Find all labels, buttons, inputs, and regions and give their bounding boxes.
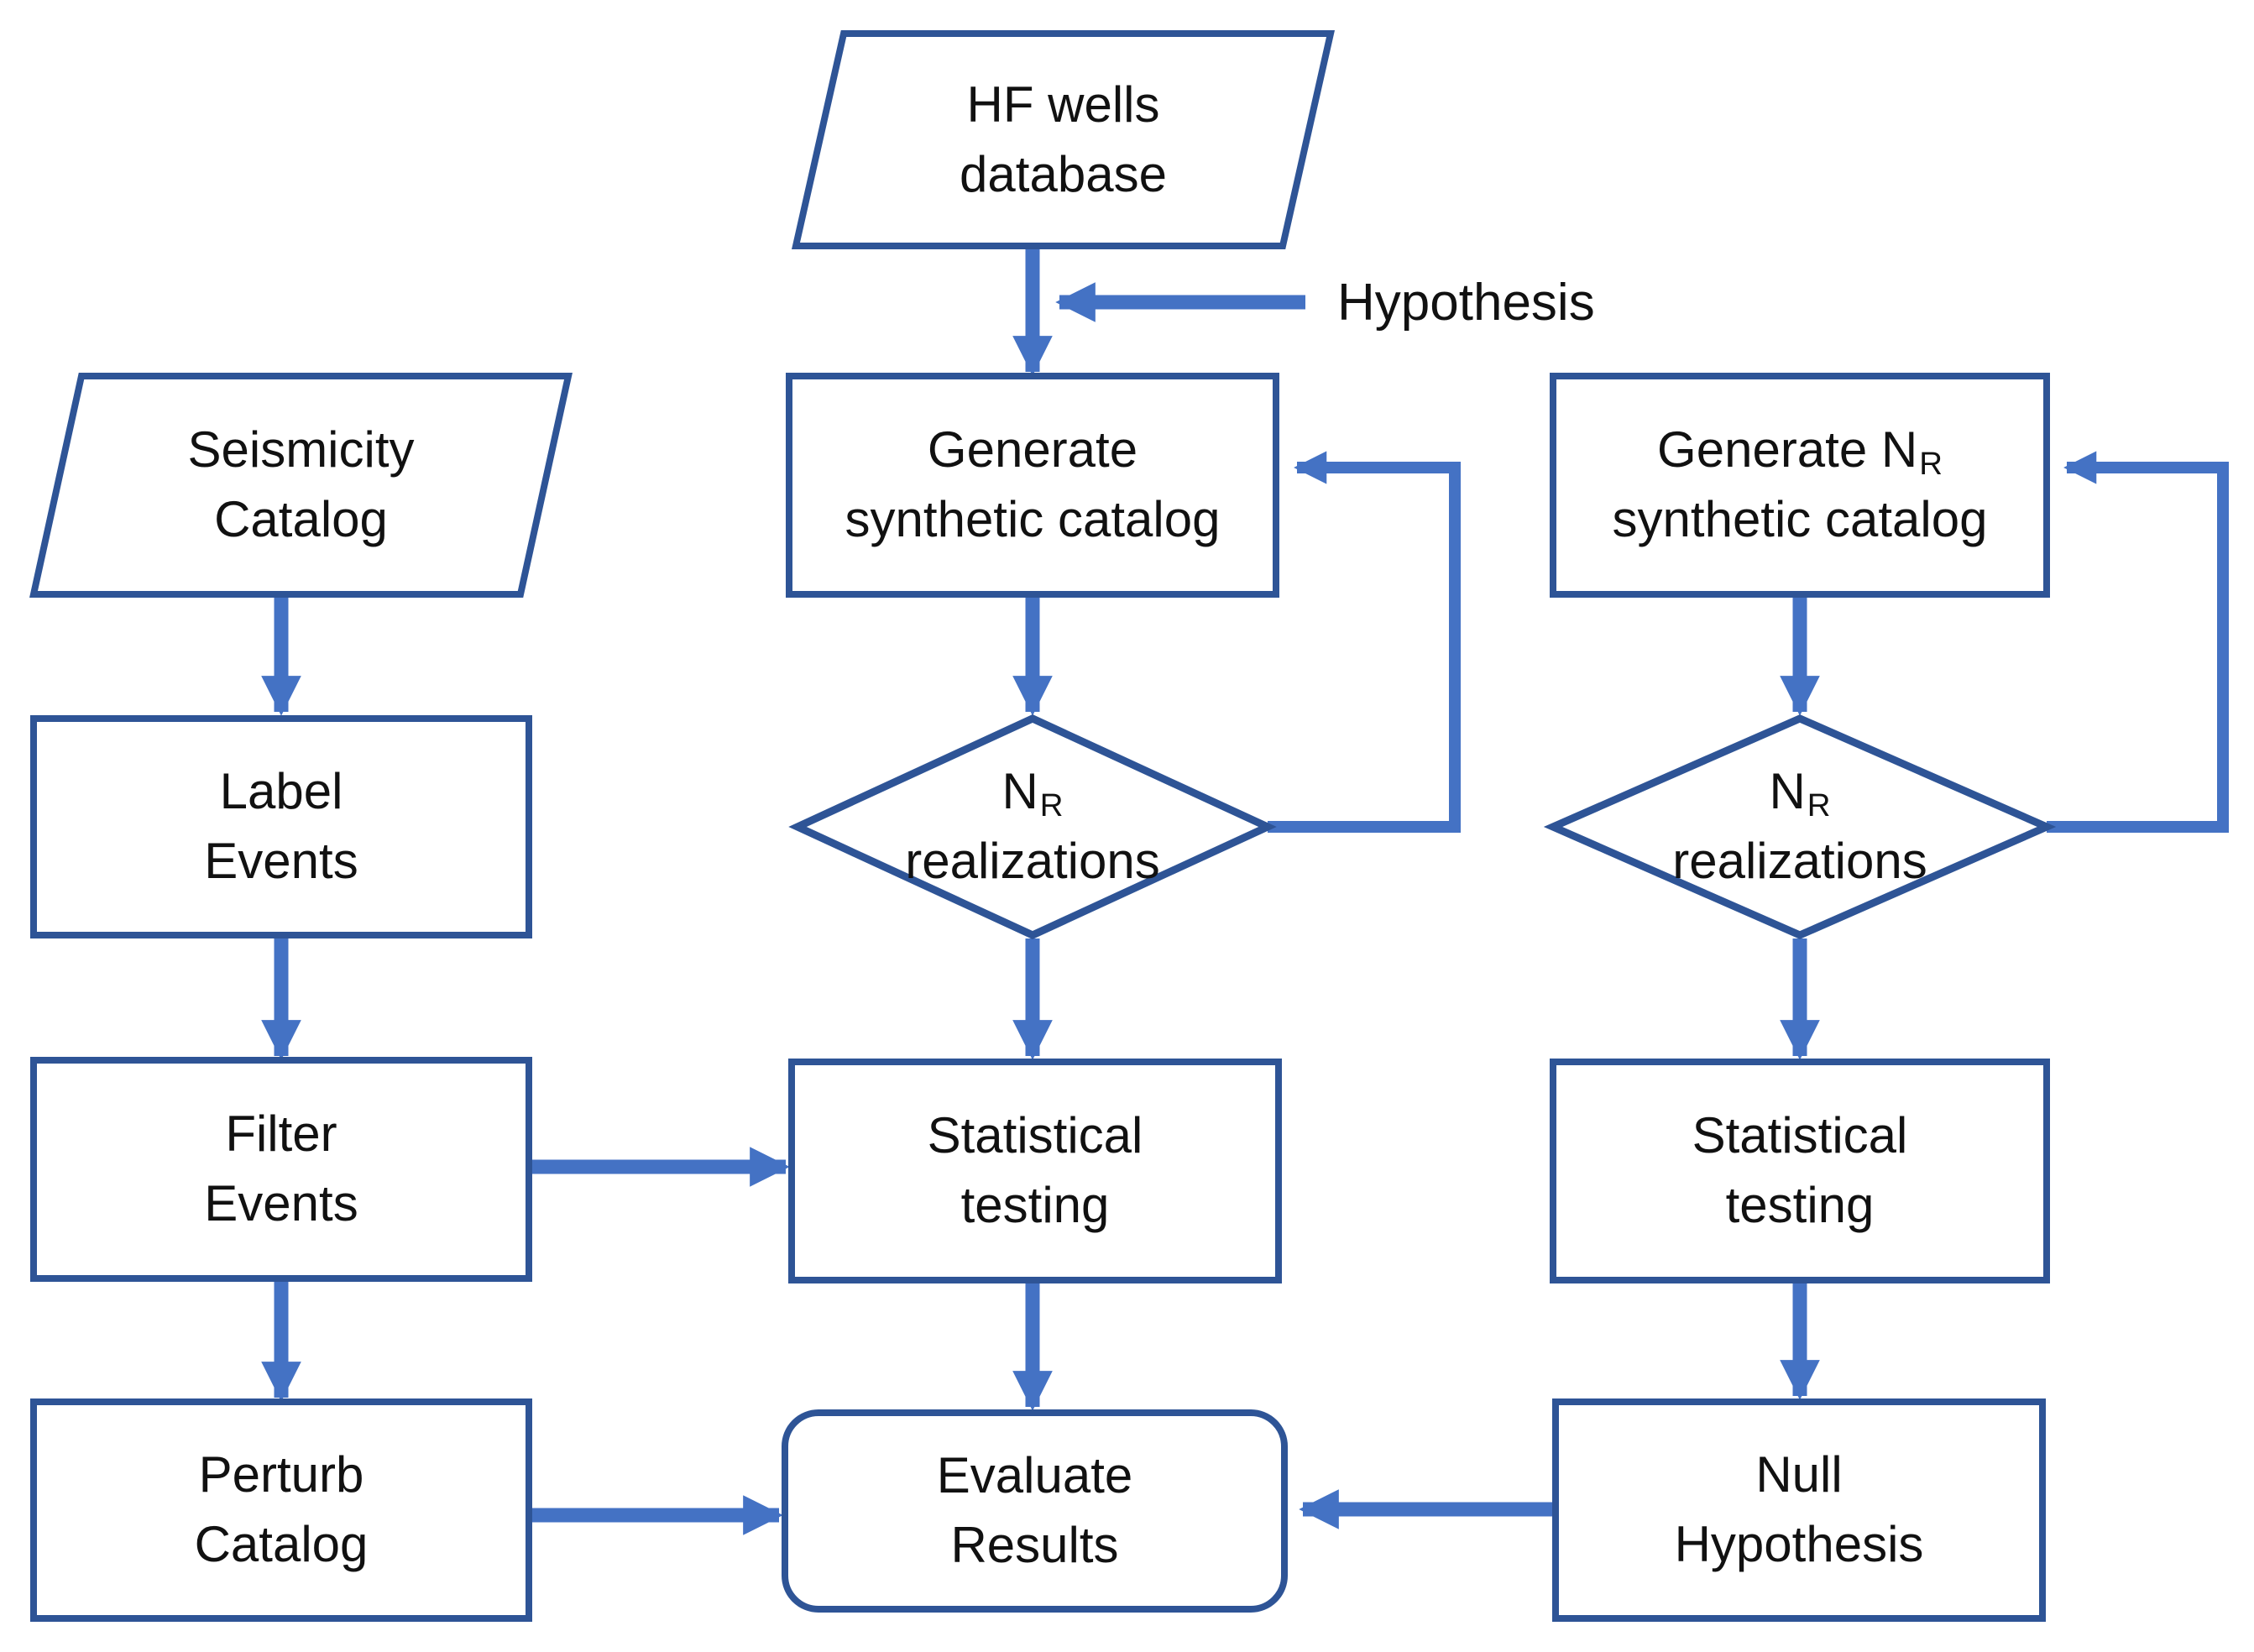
generate-synthetic-label: Generate synthetic catalog xyxy=(845,421,1221,547)
label-events-label: Label Events xyxy=(204,763,358,889)
label-events-box xyxy=(30,715,532,938)
arrow-loop-diamond-right-to-generate-nr xyxy=(2047,451,2229,833)
arrow-loop-diamond-mid-to-generate xyxy=(1268,451,1461,833)
nr-realizations-mid-label: NR realizations xyxy=(905,763,1160,889)
arrow-layer xyxy=(261,249,2229,1535)
statistical-testing-mid-label: Statistical testing xyxy=(927,1107,1143,1233)
evaluate-results-box xyxy=(782,1409,1288,1613)
nr-realizations-mid-diamond xyxy=(788,714,1277,939)
statistical-testing-right-box xyxy=(1550,1059,2050,1283)
generate-synthetic-box xyxy=(786,373,1279,598)
null-hypothesis-label: Null Hypothesis xyxy=(1674,1446,1924,1572)
hypothesis-label: Hypothesis xyxy=(1337,273,1595,332)
null-hypothesis-box xyxy=(1552,1398,2046,1622)
hf-database-label: HF wells database xyxy=(960,76,1167,202)
statistical-testing-right-label: Statistical testing xyxy=(1692,1107,1908,1233)
perturb-catalog-label: Perturb Catalog xyxy=(194,1446,369,1572)
generate-nr-box xyxy=(1550,373,2050,598)
seismicity-catalog-parallelogram xyxy=(29,373,573,598)
seismicity-catalog-label: Seismicity Catalog xyxy=(187,421,415,547)
nr-realizations-right-label: NR realizations xyxy=(1672,763,1927,889)
perturb-catalog-box xyxy=(30,1398,532,1622)
nr-realizations-right-diamond xyxy=(1543,714,2057,939)
hf-database-parallelogram xyxy=(791,30,1336,249)
filter-events-label: Filter Events xyxy=(204,1106,358,1231)
generate-nr-label: Generate NR synthetic catalog xyxy=(1612,421,1988,547)
evaluate-results-label: Evaluate Results xyxy=(936,1447,1133,1573)
filter-events-box xyxy=(30,1057,532,1282)
node-shape-layer xyxy=(29,30,2057,1622)
statistical-testing-mid-box xyxy=(788,1059,1282,1283)
